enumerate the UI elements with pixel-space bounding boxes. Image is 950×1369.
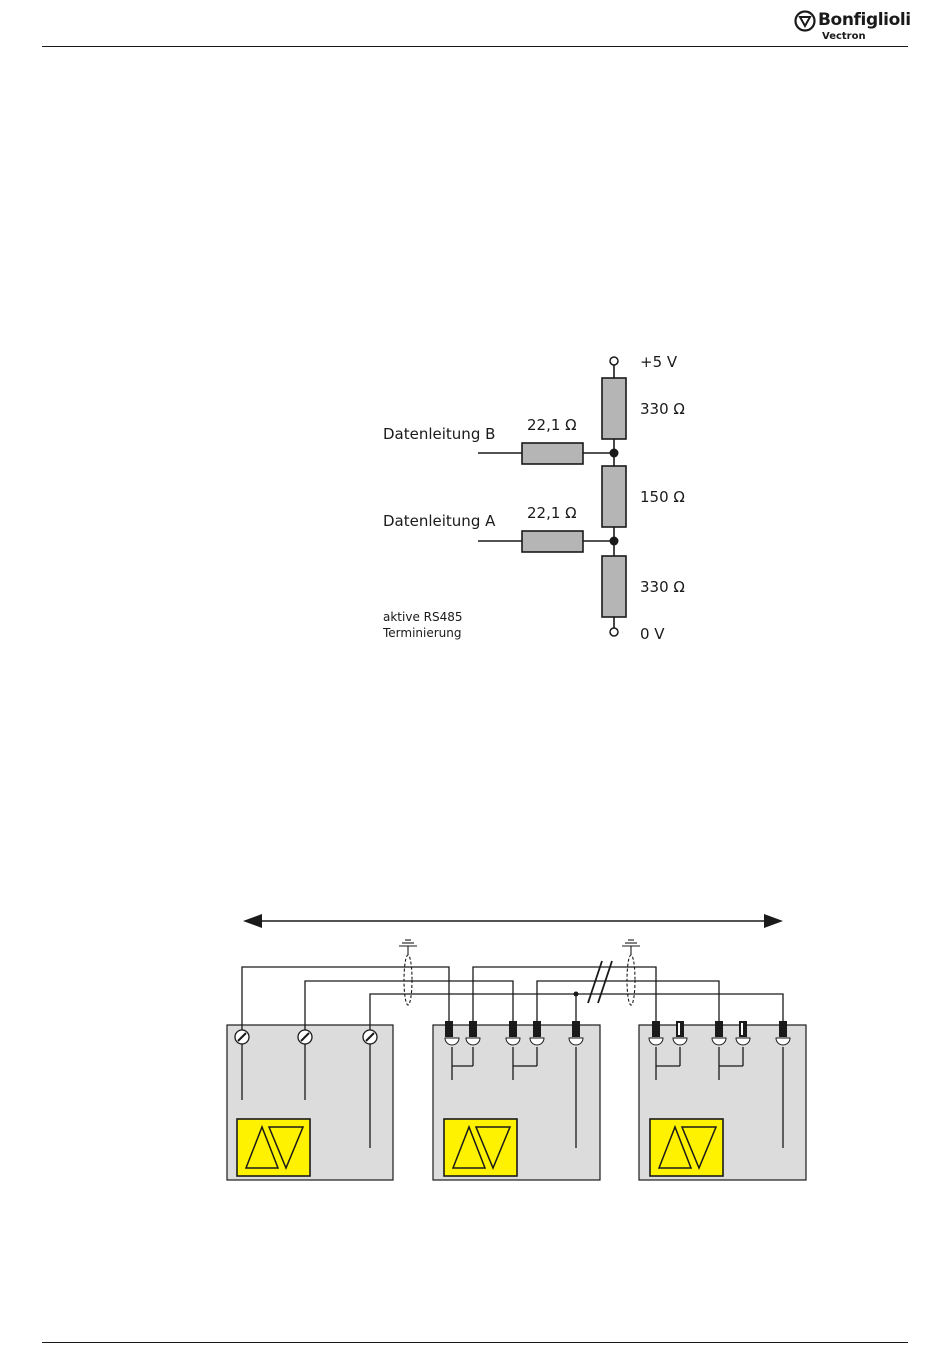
bus-wire-2c	[576, 994, 783, 1022]
bus-wire-1b	[305, 981, 513, 1030]
plug-pin-icon	[652, 1021, 660, 1037]
footer-rule	[42, 1342, 908, 1343]
supply-label: +5 V	[640, 353, 678, 371]
middle-resistor	[602, 466, 626, 527]
earth-ground-icon	[399, 940, 417, 955]
rs485-termination-schematic: +5 V 330 Ω 150 Ω 330 Ω 0 V 22,1 Ω 22,1 Ω…	[0, 0, 950, 700]
screw-terminal-icon	[235, 1030, 249, 1044]
plug-pin-icon	[509, 1021, 517, 1037]
length-arrow-left-icon	[243, 914, 262, 928]
bus-wire-1a	[242, 967, 449, 1030]
inverter-symbol-icon	[444, 1119, 517, 1176]
plug-pin-icon	[572, 1021, 580, 1037]
cable-shield-2	[627, 955, 635, 1005]
node-b-dot	[610, 449, 619, 458]
caption-line2: Terminierung	[382, 626, 462, 640]
bus-wiring-diagram	[0, 880, 950, 1280]
screw-terminal-icon	[298, 1030, 312, 1044]
ground-terminal-icon	[610, 628, 618, 636]
line-b-label: Datenleitung B	[383, 425, 495, 443]
lower-resistor-label: 330 Ω	[640, 578, 685, 596]
series-resistor-a	[522, 531, 583, 552]
line-a-label: Datenleitung A	[383, 512, 496, 530]
upper-resistor	[602, 378, 626, 439]
middle-resistor-label: 150 Ω	[640, 488, 685, 506]
plug-pin-icon	[469, 1021, 477, 1037]
inverter-symbol-icon	[237, 1119, 310, 1176]
earth-ground-icon	[622, 940, 640, 955]
length-arrow-right-icon	[764, 914, 783, 928]
series-resistor-b-label: 22,1 Ω	[527, 416, 577, 434]
plug-pin-icon	[779, 1021, 787, 1037]
caption-line1: aktive RS485	[383, 610, 463, 624]
series-resistor-b	[522, 443, 583, 464]
plug-pin-icon	[715, 1021, 723, 1037]
cable-shield-1	[404, 955, 412, 1005]
bus-junction-dot	[574, 992, 579, 997]
plug-pin-icon	[445, 1021, 453, 1037]
screw-terminal-icon	[363, 1030, 377, 1044]
inverter-symbol-icon	[650, 1119, 723, 1176]
lower-resistor	[602, 556, 626, 617]
plug-pin-icon	[533, 1021, 541, 1037]
ground-label: 0 V	[640, 625, 665, 643]
bus-wire-2b	[537, 981, 719, 1022]
series-resistor-a-label: 22,1 Ω	[527, 504, 577, 522]
node-a-dot	[610, 537, 619, 546]
upper-resistor-label: 330 Ω	[640, 400, 685, 418]
supply-terminal-icon	[610, 357, 618, 365]
